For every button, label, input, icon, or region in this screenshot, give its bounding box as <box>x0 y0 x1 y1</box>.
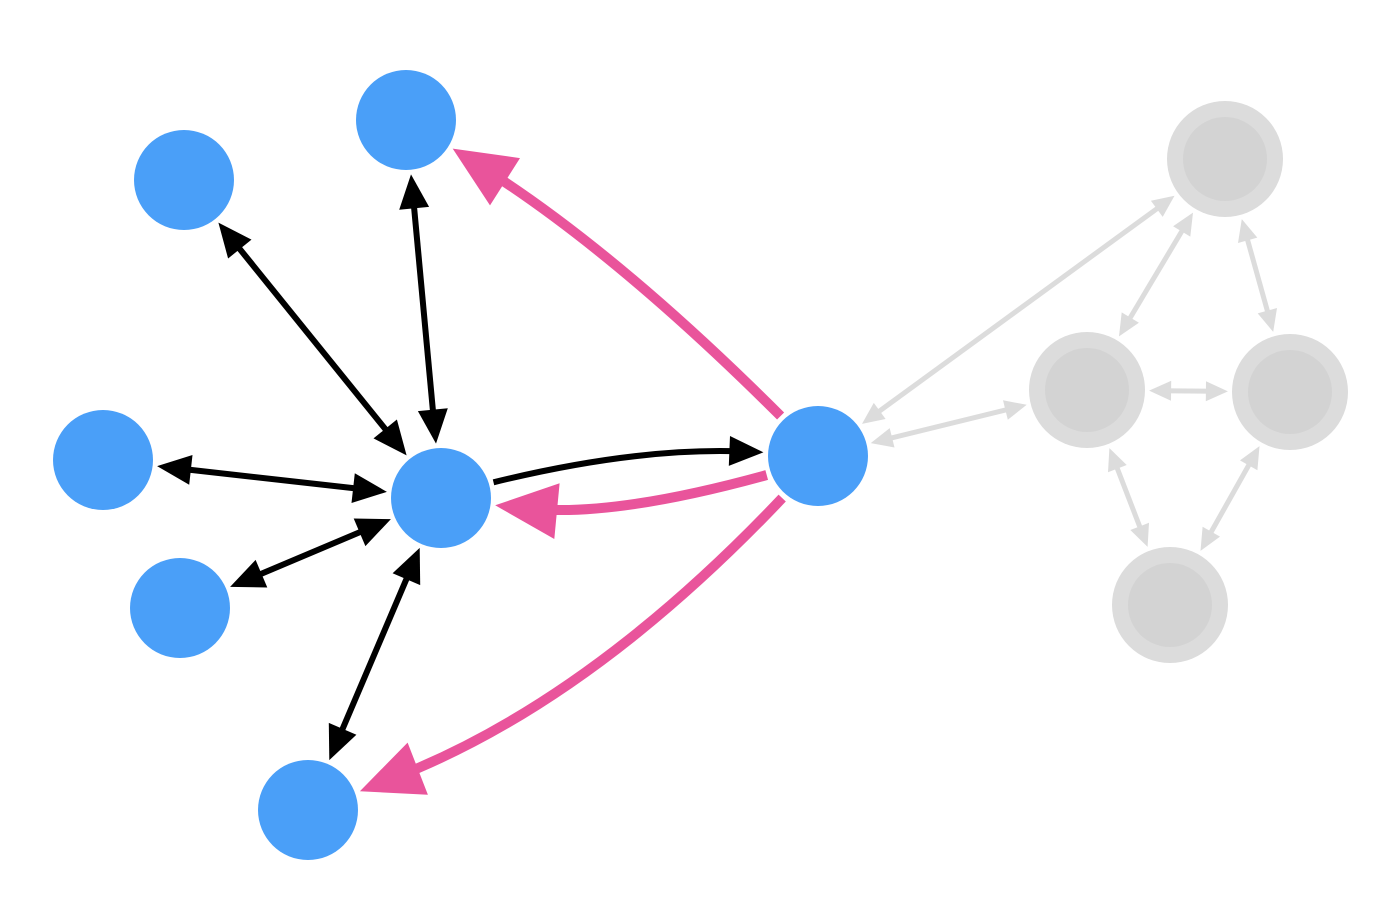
edge-hub-to-left <box>157 455 387 503</box>
edge-gray-top-to-gray-right <box>1238 219 1277 332</box>
edge-gray-left-to-gray-right <box>1149 380 1228 402</box>
arrowhead-icon <box>351 473 387 503</box>
node-circle <box>1128 563 1212 647</box>
arrowhead-icon <box>1257 308 1277 332</box>
node-circle <box>130 558 230 658</box>
edges-layer <box>157 148 1277 795</box>
edge-line <box>481 164 785 420</box>
arrowhead-icon <box>1003 400 1027 420</box>
node-upper-left <box>134 130 234 230</box>
arrowhead-icon <box>1130 522 1149 547</box>
edge-gray-left-to-bridge <box>870 400 1027 448</box>
edge-hub-to-bridge <box>492 436 764 486</box>
arrowhead-icon <box>870 428 895 448</box>
nodes-layer <box>53 70 1348 860</box>
edge-line <box>247 524 374 582</box>
arrowhead-icon <box>452 148 520 206</box>
node-circle <box>1248 350 1332 434</box>
edge-line <box>1123 222 1189 327</box>
edge-line <box>1204 456 1256 541</box>
arrowhead-icon <box>157 455 193 485</box>
node-gray-left <box>1029 332 1145 448</box>
node-left <box>53 410 153 510</box>
edge-line <box>492 448 744 486</box>
arrowhead-icon <box>218 222 252 259</box>
node-circle <box>53 410 153 510</box>
edge-line <box>392 494 786 783</box>
edge-line <box>1242 231 1273 320</box>
node-circle <box>391 448 491 548</box>
edge-line <box>531 470 769 516</box>
edge-gray-left-to-gray-bottom <box>1108 448 1149 547</box>
arrowhead-icon <box>1108 448 1127 473</box>
edge-hub-to-bottom <box>328 547 421 761</box>
edge-line <box>409 194 438 424</box>
edge-line <box>334 565 415 743</box>
arrowhead-icon <box>392 547 421 586</box>
edge-hub-to-lower-left <box>230 518 391 588</box>
edge-bridge-to-bottom <box>359 494 786 795</box>
edge-gray-top-to-gray-left <box>1119 212 1193 337</box>
arrowhead-icon <box>495 483 560 539</box>
arrowhead-icon <box>230 559 268 588</box>
arrowhead-icon <box>1238 219 1258 243</box>
arrowhead-icon <box>1205 381 1228 402</box>
arrowhead-icon <box>1173 212 1193 237</box>
node-circle <box>1183 117 1267 201</box>
edge-gray-bottom-to-gray-right <box>1200 446 1260 551</box>
arrowhead-icon <box>417 408 448 444</box>
node-bridge <box>768 406 868 506</box>
edge-line <box>1111 459 1146 536</box>
node-gray-top <box>1167 101 1283 217</box>
arrowhead-icon <box>353 518 391 547</box>
arrowhead-icon <box>1119 312 1139 337</box>
edge-line <box>882 405 1015 443</box>
edge-line <box>871 201 1166 419</box>
node-circle <box>1045 348 1129 432</box>
node-circle <box>768 406 868 506</box>
node-gray-right <box>1232 334 1348 450</box>
arrowhead-icon <box>399 174 430 210</box>
arrowhead-icon <box>373 419 407 456</box>
arrowhead-icon <box>862 402 886 424</box>
edge-hub-to-top <box>399 174 448 444</box>
arrowhead-icon <box>1150 195 1175 217</box>
arrowhead-icon <box>1149 380 1172 401</box>
node-gray-bottom <box>1112 547 1228 663</box>
node-top <box>356 70 456 170</box>
edge-hub-to-upper-left <box>218 222 407 456</box>
node-lower-left <box>130 558 230 658</box>
arrowhead-icon <box>328 722 357 761</box>
arrowhead-icon <box>728 436 764 466</box>
node-hub <box>391 448 491 548</box>
edge-line <box>228 236 397 442</box>
edge-bridge-to-hub <box>495 470 769 539</box>
node-circle <box>258 760 358 860</box>
node-circle <box>134 130 234 230</box>
edge-bridge-to-top <box>452 148 785 420</box>
edge-gray-top-to-bridge <box>862 195 1175 424</box>
arrowhead-icon <box>1200 526 1220 551</box>
edge-line <box>177 465 367 493</box>
arrowhead-icon <box>1240 446 1260 471</box>
arrowhead-icon <box>359 742 428 795</box>
node-bottom <box>258 760 358 860</box>
node-circle <box>356 70 456 170</box>
